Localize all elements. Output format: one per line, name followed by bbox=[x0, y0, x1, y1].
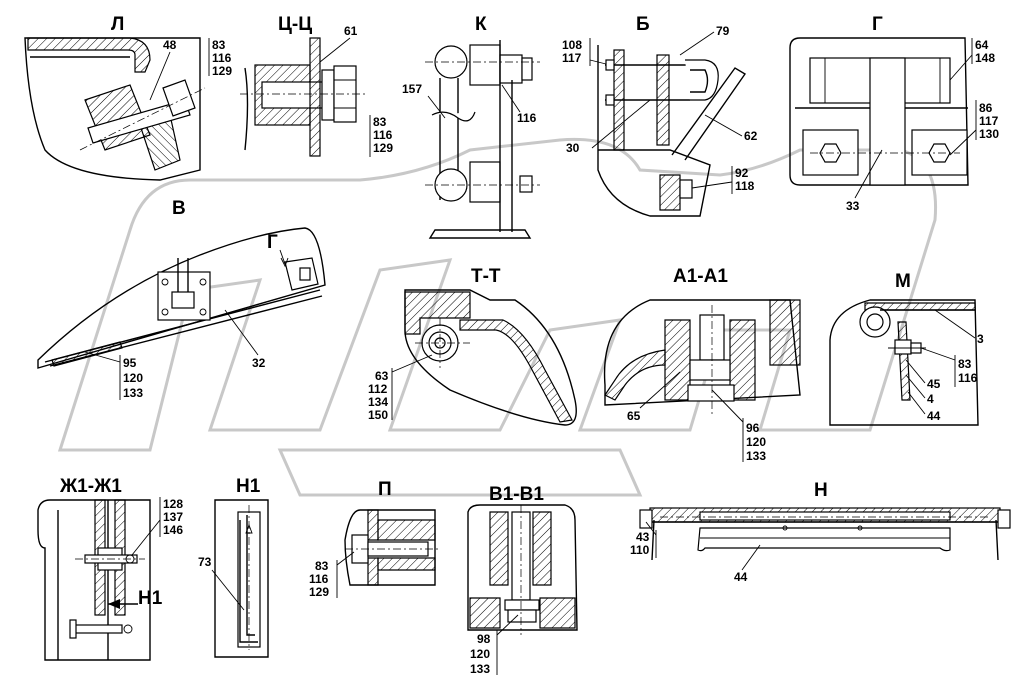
callout-137: 137 bbox=[163, 510, 183, 524]
callout-117: 117 bbox=[979, 114, 999, 128]
view-A1-title: А1-А1 bbox=[673, 266, 728, 287]
callout-110: 110 bbox=[630, 543, 650, 557]
view-TT: Т-Т 63 112 134 150 bbox=[368, 266, 577, 426]
view-CC-title: Ц-Ц bbox=[278, 14, 312, 35]
callout-112: 112 bbox=[368, 382, 388, 396]
callout-92: 92 bbox=[735, 166, 749, 180]
view-B: Б 108 117 79 30 62 92 118 bbox=[562, 14, 758, 217]
callout-118: 118 bbox=[735, 179, 755, 193]
callout-116: 116 bbox=[958, 371, 978, 385]
callout-98: 98 bbox=[477, 632, 491, 646]
view-TT-title: Т-Т bbox=[471, 266, 501, 287]
callout-43: 43 bbox=[636, 530, 650, 544]
callout-63: 63 bbox=[375, 369, 389, 383]
view-M-title: М bbox=[895, 271, 911, 292]
view-N-title: Н bbox=[814, 480, 828, 501]
callout-116: 116 bbox=[309, 572, 329, 586]
callout-116: 116 bbox=[517, 111, 537, 125]
view-N1-title: Н1 bbox=[236, 476, 261, 497]
callout-83: 83 bbox=[315, 559, 329, 573]
callout-133: 133 bbox=[746, 449, 766, 463]
callout-129: 129 bbox=[309, 585, 329, 599]
view-ZH1-title: Ж1-Ж1 bbox=[59, 476, 122, 497]
callout-32: 32 bbox=[252, 356, 266, 370]
view-L: Л 48 83 116 129 bbox=[24, 14, 232, 181]
callout-4: 4 bbox=[927, 392, 934, 406]
callout-95: 95 bbox=[123, 356, 137, 370]
callout-108: 108 bbox=[562, 38, 582, 52]
callout-33: 33 bbox=[846, 199, 860, 213]
view-N1: Н1 73 bbox=[198, 476, 269, 658]
callout-120: 120 bbox=[123, 371, 143, 385]
callout-128: 128 bbox=[163, 497, 183, 511]
view-V-inner-label: Г bbox=[267, 232, 278, 253]
view-V1: В1-В1 98 120 133 bbox=[467, 484, 578, 676]
callout-117: 117 bbox=[562, 51, 582, 65]
callout-83: 83 bbox=[212, 38, 226, 52]
view-G: Г 64 148 86 117 130 33 bbox=[789, 14, 999, 213]
view-ZH1: Ж1-Ж1 128 137 146 Н1 bbox=[37, 476, 183, 661]
view-K: К 157 116 bbox=[402, 14, 540, 239]
view-P-title: П bbox=[378, 479, 392, 500]
callout-73: 73 bbox=[198, 555, 212, 569]
view-P: П 83 116 129 bbox=[309, 479, 440, 599]
callout-45: 45 bbox=[927, 377, 941, 391]
callout-79: 79 bbox=[716, 24, 730, 38]
callout-86: 86 bbox=[979, 101, 993, 115]
view-V1-title: В1-В1 bbox=[489, 484, 544, 505]
callout-65: 65 bbox=[627, 409, 641, 423]
callout-64: 64 bbox=[975, 38, 989, 52]
callout-148: 148 bbox=[975, 51, 995, 65]
callout-83: 83 bbox=[958, 357, 972, 371]
view-N: Н 43 110 44 bbox=[630, 480, 1011, 584]
callout-130: 130 bbox=[979, 127, 999, 141]
callout-30: 30 bbox=[566, 141, 580, 155]
view-V: В Г 32 95 120 133 bbox=[37, 198, 326, 400]
callout-48: 48 bbox=[163, 38, 177, 52]
view-CC: Ц-Ц 61 83 116 129 bbox=[240, 14, 393, 157]
callout-129: 129 bbox=[212, 64, 232, 78]
view-V-title: В bbox=[172, 198, 186, 219]
callout-116: 116 bbox=[212, 51, 232, 65]
callout-61: 61 bbox=[344, 24, 358, 38]
view-A1: А1-А1 65 96 120 133 bbox=[603, 266, 801, 463]
callout-129: 129 bbox=[373, 141, 393, 155]
callout-133: 133 bbox=[123, 386, 143, 400]
callout-116: 116 bbox=[373, 128, 393, 142]
view-L-title: Л bbox=[111, 14, 124, 35]
callout-44: 44 bbox=[927, 409, 941, 423]
callout-44: 44 bbox=[734, 570, 748, 584]
callout-3: 3 bbox=[977, 332, 984, 346]
callout-120: 120 bbox=[470, 647, 490, 661]
callout-157: 157 bbox=[402, 82, 422, 96]
callout-150: 150 bbox=[368, 408, 388, 422]
callout-96: 96 bbox=[746, 421, 760, 435]
view-ZH1-inner-label: Н1 bbox=[138, 588, 163, 609]
view-G-title: Г bbox=[872, 14, 883, 35]
view-M: М 3 83 116 45 4 44 bbox=[829, 271, 984, 426]
callout-134: 134 bbox=[368, 395, 388, 409]
callout-62: 62 bbox=[744, 129, 758, 143]
callout-146: 146 bbox=[163, 523, 183, 537]
callout-133: 133 bbox=[470, 662, 490, 676]
view-B-title: Б bbox=[636, 14, 650, 35]
view-K-title: К bbox=[475, 14, 487, 35]
callout-83: 83 bbox=[373, 115, 387, 129]
callout-120: 120 bbox=[746, 435, 766, 449]
